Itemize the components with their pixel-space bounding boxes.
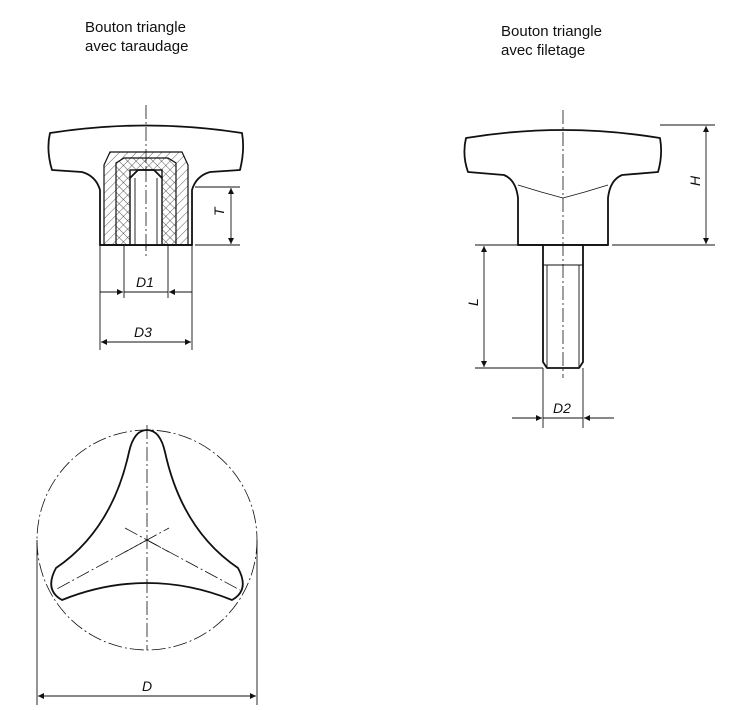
- caption-tapped-knob: Bouton triangle avec taraudage: [85, 18, 188, 56]
- caption-threaded-knob: Bouton triangle avec filetage: [501, 22, 602, 60]
- caption-threaded-line-2: avec filetage: [501, 42, 586, 59]
- dim-label-d1: D1: [136, 274, 154, 290]
- knob-top-view: D: [36, 425, 258, 705]
- caption-threaded-line-1: Bouton triangle: [501, 23, 602, 40]
- dim-label-h: H: [687, 175, 703, 186]
- threaded-knob-ridge: [517, 184, 609, 199]
- tapped-knob-side-view: T D1 D3: [47, 105, 245, 350]
- lobe-axis-right: [146, 539, 241, 591]
- triangle-knob-outline: [50, 429, 244, 601]
- dim-label-d2: D2: [553, 400, 571, 416]
- dim-label-l: L: [465, 298, 481, 306]
- caption-tapped-line-2: avec taraudage: [85, 38, 189, 55]
- threaded-stud: [542, 244, 584, 369]
- dim-label-d3: D3: [134, 324, 152, 340]
- threaded-knob-outline: [463, 129, 663, 246]
- dim-label-t: T: [211, 206, 227, 216]
- dim-label-d: D: [142, 678, 152, 694]
- caption-tapped-line-1: Bouton triangle: [85, 19, 186, 36]
- lobe-axis-left: [54, 539, 148, 591]
- threaded-knob-side-view: H L D2: [463, 110, 715, 428]
- tapped-knob-outline: [47, 124, 245, 246]
